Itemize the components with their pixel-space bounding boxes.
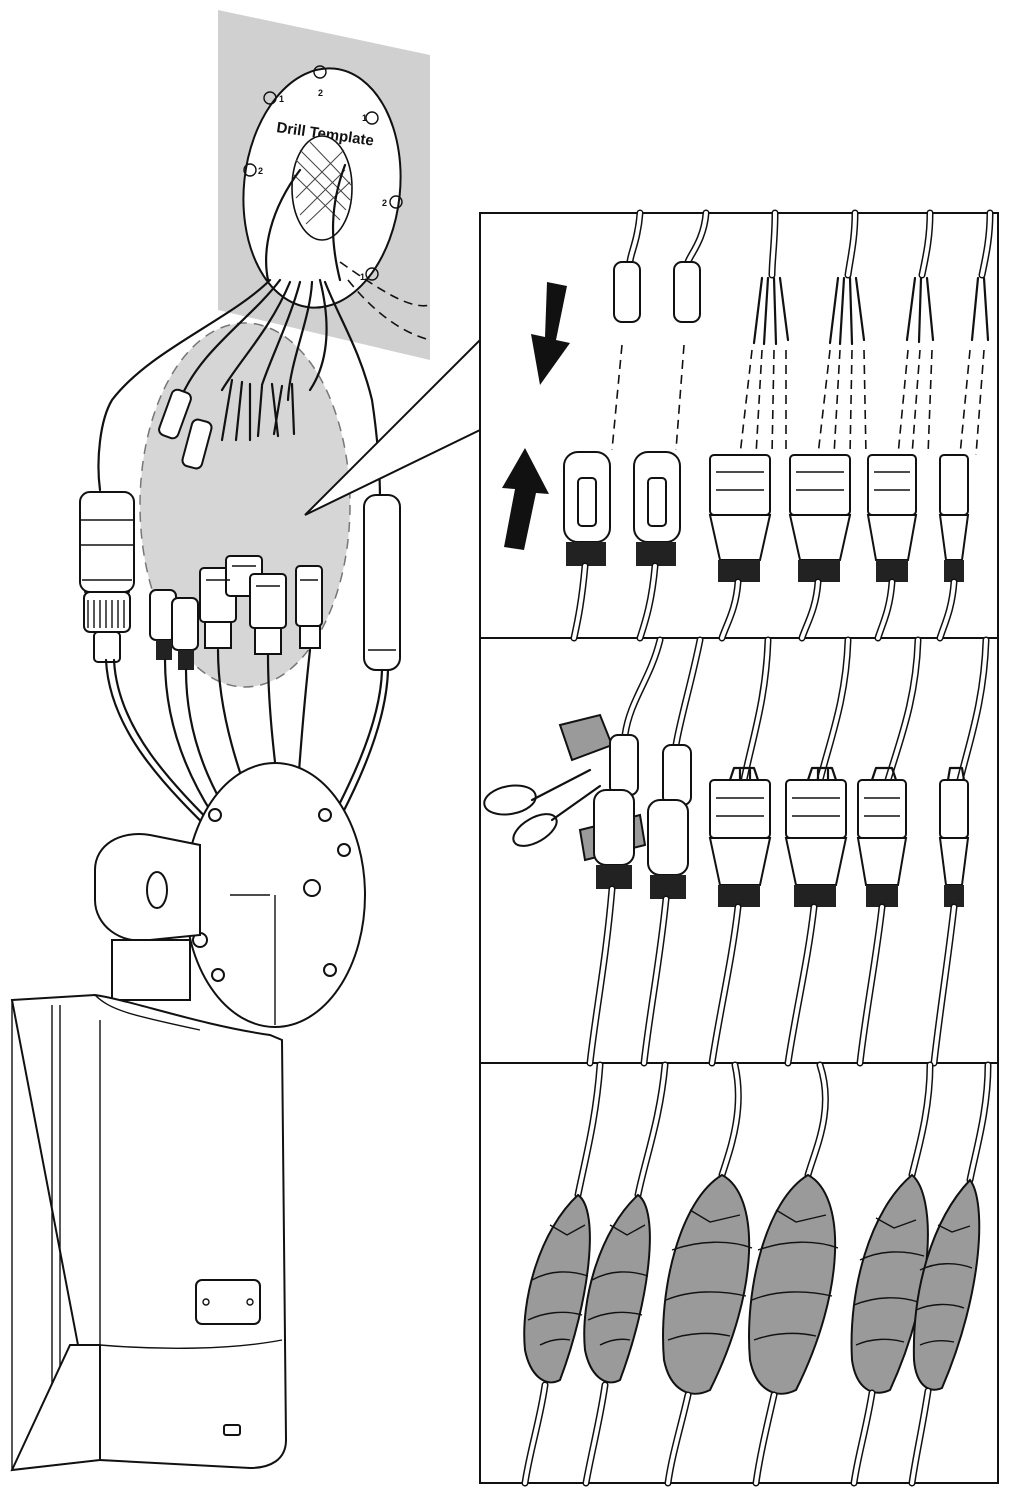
drill-template: Drill Template 1 2 1 2 2 1 bbox=[242, 65, 403, 309]
hole-label-1: 1 bbox=[279, 94, 284, 104]
scissors-icon bbox=[483, 768, 602, 847]
hole-label-3: 1 bbox=[362, 113, 367, 123]
terminal-connectors bbox=[149, 555, 323, 670]
cable-fan bbox=[97, 278, 382, 502]
camera-housing bbox=[10, 833, 288, 1472]
mount-plate bbox=[184, 762, 366, 1028]
panels-frame bbox=[479, 212, 999, 1484]
hole-label-4: 2 bbox=[258, 166, 263, 176]
panel-sealed bbox=[521, 1061, 992, 1487]
hole-label-6: 1 bbox=[360, 272, 365, 282]
panel-tape-wrap bbox=[483, 636, 990, 1067]
arrow-up-icon bbox=[502, 448, 549, 550]
hole-label-2: 2 bbox=[318, 88, 323, 98]
waterproof-connector bbox=[79, 491, 135, 663]
power-sleeve bbox=[363, 494, 401, 671]
arrow-down-icon bbox=[531, 282, 570, 385]
hole-label-5: 2 bbox=[382, 198, 387, 208]
panel-connect bbox=[502, 209, 994, 642]
